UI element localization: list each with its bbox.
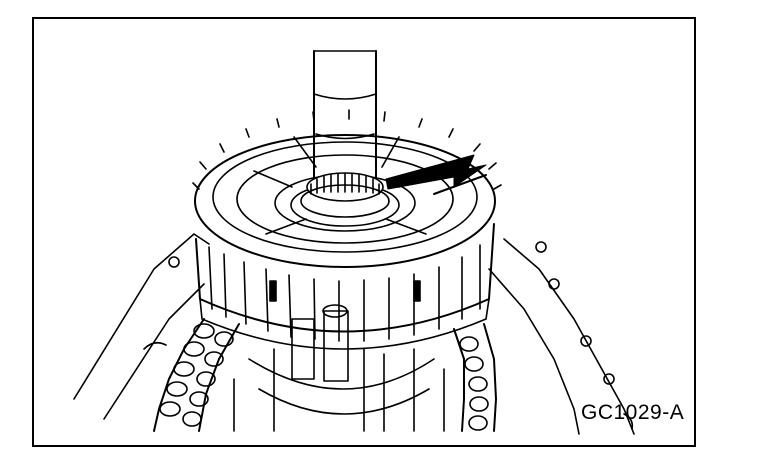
pointer-arrow-icon xyxy=(385,154,487,195)
illustration-frame: GC1029-A xyxy=(32,17,696,447)
transmission-drawing xyxy=(73,50,635,435)
lower-hub xyxy=(233,304,445,432)
drive-chain-right xyxy=(453,323,497,432)
transmission-case xyxy=(73,233,635,435)
input-shaft xyxy=(300,50,390,218)
clutch-drum xyxy=(195,223,495,350)
drive-chain-left xyxy=(153,318,240,432)
figure-code-label: GC1029-A xyxy=(581,401,685,424)
